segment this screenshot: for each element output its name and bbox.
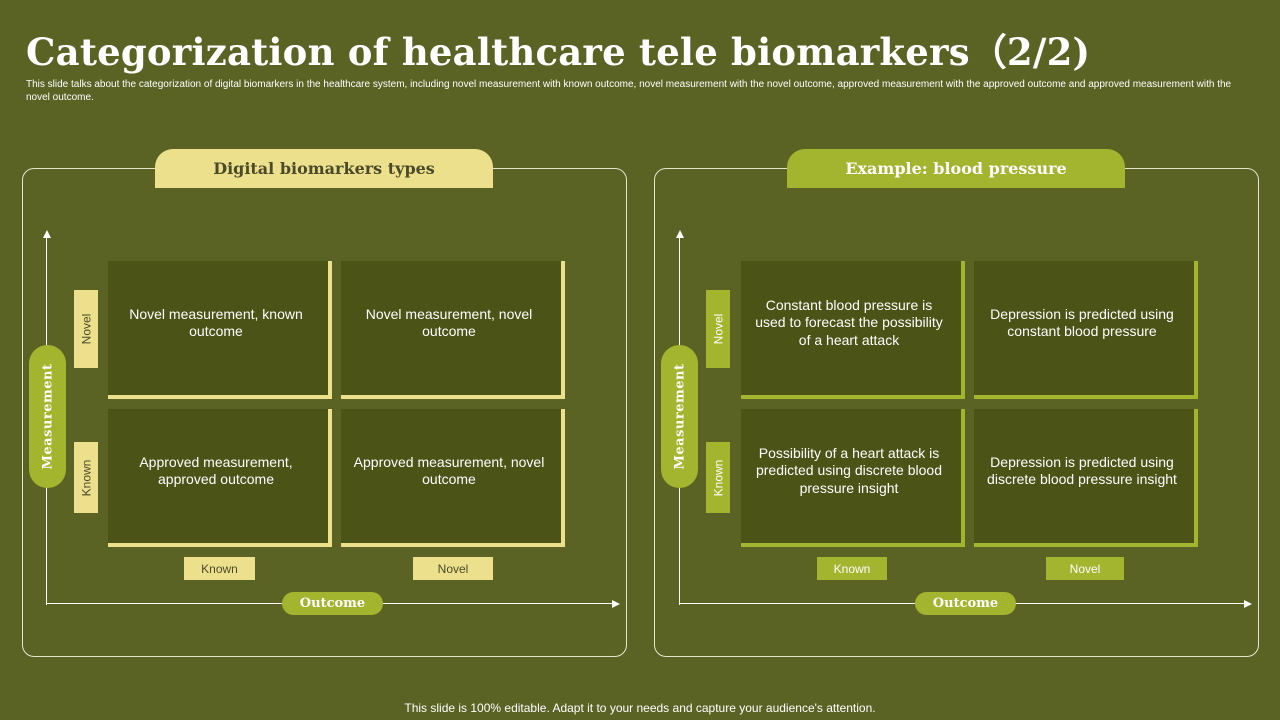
slide-footer: This slide is 100% editable. Adapt it to… [404, 701, 876, 715]
row-label-novel: Novel [706, 290, 730, 368]
y-axis-arrow-icon [675, 230, 684, 238]
biomarker-types-heading: Digital biomarkers types [155, 149, 493, 188]
quadrant-approved-approved: Approved measurement, approved outcome [108, 409, 332, 547]
slide-description: This slide talks about the categorizatio… [26, 79, 1232, 103]
outcome-axis-label: Outcome [915, 592, 1016, 615]
x-axis-arrow-icon [612, 599, 620, 608]
quadrant-novel-novel: Depression is predicted using constant b… [974, 261, 1198, 399]
quadrant-approved-novel: Approved measurement, novel outcome [341, 409, 565, 547]
quadrant-novel-known: Novel measurement, known outcome [108, 261, 332, 399]
col-label-known: Known [184, 557, 255, 580]
quadrant-known-known: Possibility of a heart attack is predict… [741, 409, 965, 547]
outcome-axis-label: Outcome [282, 592, 383, 615]
row-label-known: Known [74, 442, 98, 513]
blood-pressure-example-heading: Example: blood pressure [787, 149, 1125, 188]
row-label-novel: Novel [74, 290, 98, 368]
col-label-novel: Novel [1046, 557, 1124, 580]
y-axis-arrow-icon [42, 230, 51, 238]
col-label-known: Known [817, 557, 887, 580]
measurement-axis-label: Measurement [661, 345, 698, 488]
slide-title: Categorization of healthcare tele biomar… [26, 30, 1091, 74]
quadrant-known-novel: Depression is predicted using discrete b… [974, 409, 1198, 547]
col-label-novel: Novel [413, 557, 493, 580]
quadrant-novel-novel: Novel measurement, novel outcome [341, 261, 565, 399]
x-axis-arrow-icon [1244, 599, 1252, 608]
measurement-axis-label: Measurement [29, 345, 66, 488]
quadrant-novel-known: Constant blood pressure is used to forec… [741, 261, 965, 399]
row-label-known: Known [706, 442, 730, 513]
